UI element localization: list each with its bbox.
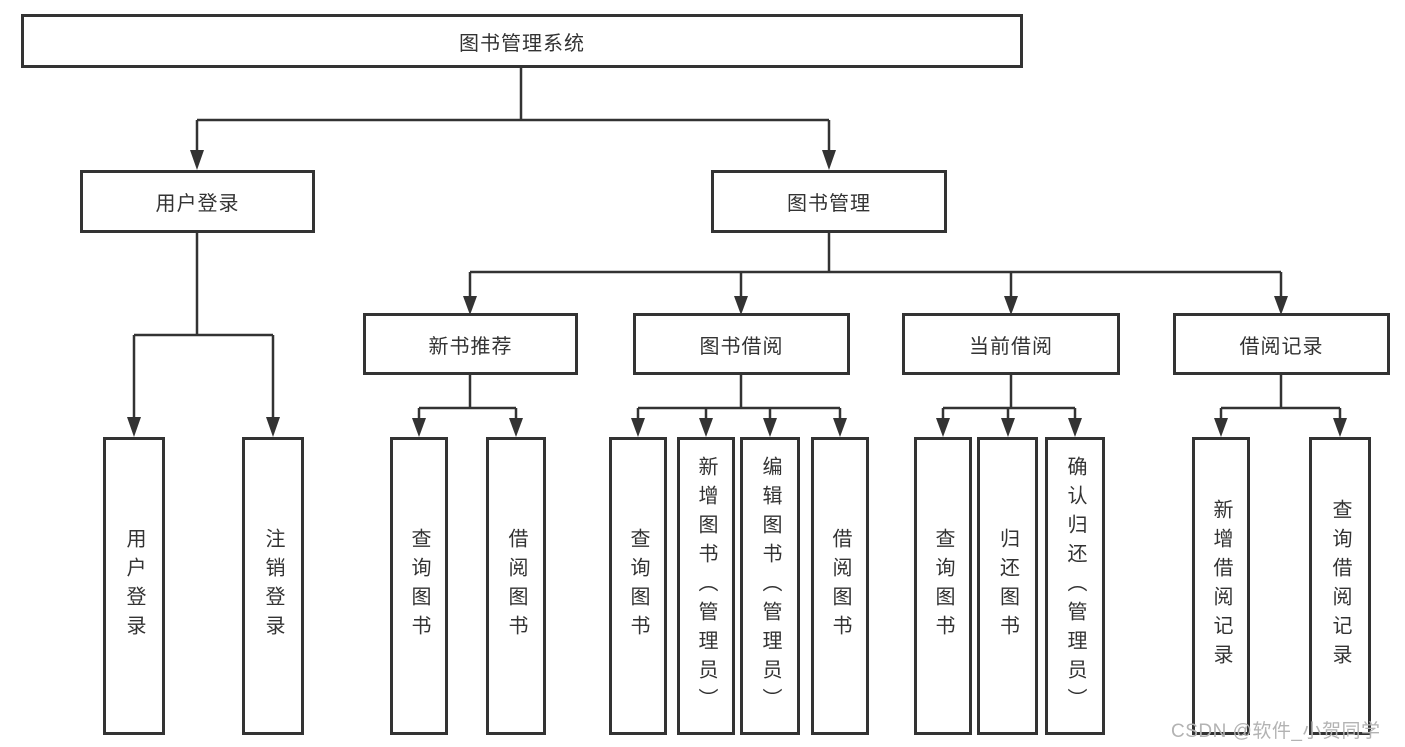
node-label: 新增图书（管理员） bbox=[695, 455, 717, 717]
node-book-borrowing: 图书借阅 bbox=[633, 313, 850, 375]
leaf-borrow-books-borrow: 借阅图书 bbox=[811, 437, 869, 735]
node-label: 查询图书 bbox=[408, 528, 430, 644]
leaf-query-books-current: 查询图书 bbox=[914, 437, 972, 735]
node-label: 借阅记录 bbox=[1239, 335, 1324, 358]
leaf-query-books-borrow: 查询图书 bbox=[609, 437, 667, 735]
leaf-edit-books-admin: 编辑图书（管理员） bbox=[740, 437, 800, 735]
leaf-logout: 注销登录 bbox=[242, 437, 304, 735]
leaf-return-books: 归还图书 bbox=[977, 437, 1038, 735]
leaf-query-borrow-record: 查询借阅记录 bbox=[1309, 437, 1371, 735]
leaf-borrow-books-newb: 借阅图书 bbox=[486, 437, 546, 735]
node-label: 归还图书 bbox=[996, 528, 1019, 644]
leaf-add-borrow-record: 新增借阅记录 bbox=[1192, 437, 1250, 735]
node-label: 查询图书 bbox=[627, 528, 649, 644]
node-user-login: 用户登录 bbox=[80, 170, 315, 233]
node-label: 借阅图书 bbox=[829, 528, 851, 644]
leaf-user-login: 用户登录 bbox=[103, 437, 165, 735]
node-label: 新书推荐 bbox=[428, 335, 513, 358]
node-label: 确认归还（管理员） bbox=[1064, 455, 1086, 717]
node-label: 用户登录 bbox=[123, 528, 145, 644]
node-borrowing-records: 借阅记录 bbox=[1173, 313, 1390, 375]
node-library-management-system: 图书管理系统 bbox=[21, 14, 1023, 68]
node-label: 查询借阅记录 bbox=[1329, 499, 1351, 673]
node-label: 当前借阅 bbox=[969, 335, 1053, 358]
node-new-book-recommend: 新书推荐 bbox=[363, 313, 578, 375]
leaf-add-books-admin: 新增图书（管理员） bbox=[677, 437, 735, 735]
leaf-confirm-return-admin: 确认归还（管理员） bbox=[1045, 437, 1105, 735]
node-label: 图书管理系统 bbox=[459, 32, 585, 55]
node-label: 注销登录 bbox=[262, 528, 284, 644]
node-label: 图书管理 bbox=[787, 193, 871, 215]
node-label: 编辑图书（管理员） bbox=[759, 455, 781, 717]
node-label: 借阅图书 bbox=[505, 528, 527, 644]
csdn-watermark: CSDN @软件_小贺同学 bbox=[1171, 721, 1381, 742]
node-book-management: 图书管理 bbox=[711, 170, 947, 233]
node-label: 用户登录 bbox=[155, 193, 240, 215]
node-label: 查询图书 bbox=[932, 528, 954, 644]
node-label: 新增借阅记录 bbox=[1210, 499, 1232, 673]
node-label: 图书借阅 bbox=[699, 335, 784, 358]
leaf-query-books-newb: 查询图书 bbox=[390, 437, 448, 735]
node-current-borrowing: 当前借阅 bbox=[902, 313, 1120, 375]
